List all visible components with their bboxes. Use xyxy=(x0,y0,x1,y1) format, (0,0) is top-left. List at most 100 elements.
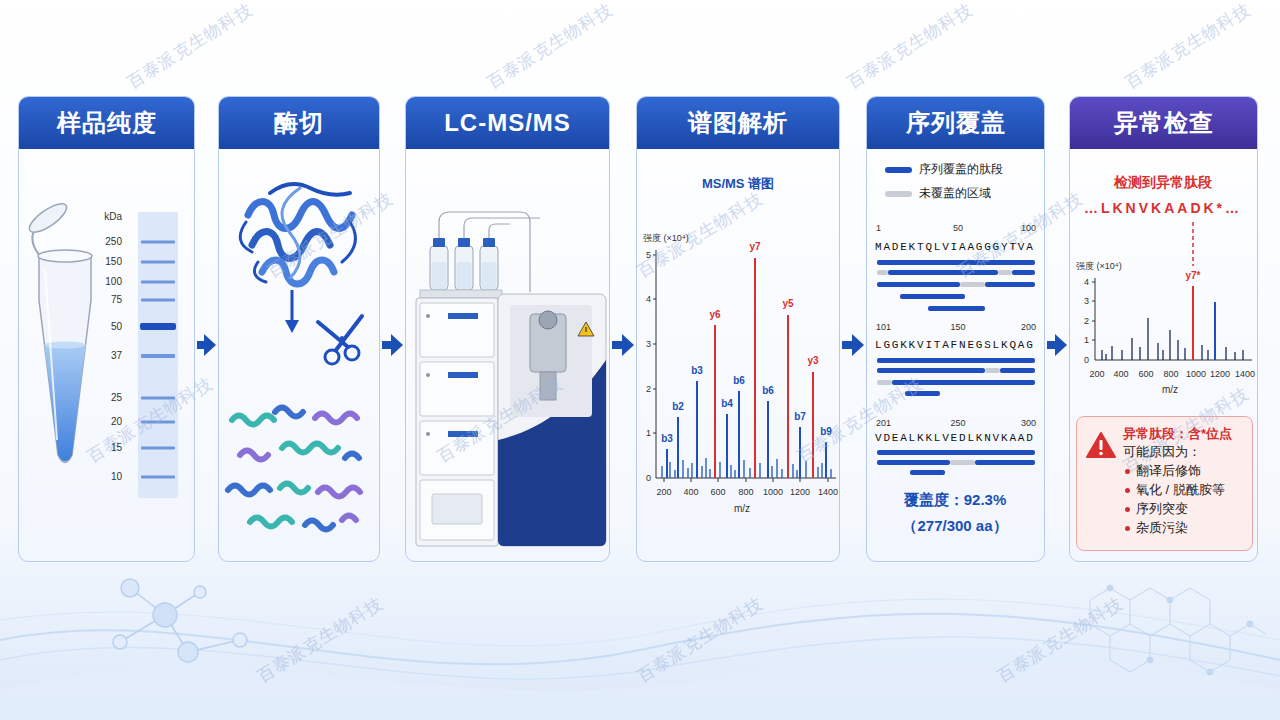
y-tick: 0 xyxy=(646,473,651,483)
bottom-waves xyxy=(0,599,1280,720)
lc-ms-instrument-part xyxy=(420,421,494,475)
cause-item: 杂质污染 xyxy=(1123,519,1246,537)
cause-text: 序列突变 xyxy=(1136,500,1188,518)
y-tick: 2 xyxy=(1084,316,1089,326)
anomaly-chart-part-part xyxy=(1184,348,1185,360)
sequence-text: LGGKKVITAFNEGSLKQAG xyxy=(875,339,1035,352)
peptide-fragments-part xyxy=(342,516,356,521)
lc-ms-instrument-part xyxy=(420,362,494,416)
step-title: 样品纯度 xyxy=(19,97,194,149)
lc-ms-instrument-part xyxy=(430,246,448,290)
watermark: 百泰派克生物科技 xyxy=(434,374,566,467)
coverage-value: （277/300 aa） xyxy=(902,517,1007,534)
peptide-fragments-part xyxy=(275,408,303,417)
flow-arrow-shaft xyxy=(1047,341,1058,349)
lc-ms-instrument-part xyxy=(448,313,478,319)
lc-ms-instrument-part xyxy=(448,431,478,437)
y-ion-label: y3 xyxy=(807,355,818,367)
step-panel: 异常检查异常肽段：含*位点可能原因为：翻译后修饰氧化 / 脱酰胺等序列突变杂质污… xyxy=(1069,96,1258,562)
sequence-text: MADEKTQLVIAAGGGYTVA xyxy=(875,241,1035,254)
coverage-bars-part-part xyxy=(985,282,1035,287)
ms-spectrum-chart-part-part xyxy=(718,478,719,482)
ms-spectrum-chart-part-part xyxy=(776,459,777,478)
gel-lane-part xyxy=(138,212,178,498)
ladder-label: kDa xyxy=(104,211,122,223)
peptide-fragments-part xyxy=(250,518,292,527)
x-tick: 600 xyxy=(1138,369,1153,379)
y-ion-label: y6 xyxy=(709,309,720,321)
modified-ion-label: y7* xyxy=(1185,270,1200,282)
y-tick: 0 xyxy=(1084,355,1089,365)
ms-spectrum-chart-part-part xyxy=(796,470,797,478)
peptide-fragments-part xyxy=(228,486,270,495)
anomaly-chart-part-part xyxy=(1225,347,1226,360)
anomaly-chart-part-part xyxy=(1207,350,1208,360)
coverage-bars-part-part xyxy=(1000,368,1035,373)
ms-spectrum-chart-part-part xyxy=(799,427,801,478)
scissors xyxy=(318,316,362,364)
protein-ribbon-part xyxy=(248,202,352,229)
axis-title: m/z xyxy=(1162,384,1178,396)
lc-ms-instrument-part xyxy=(420,290,502,298)
anomaly-chart-part-part xyxy=(1092,321,1095,322)
sample-tube-part xyxy=(45,345,86,462)
anomaly-chart-part-part xyxy=(1147,318,1148,360)
panel-fills-part xyxy=(405,96,610,562)
coverage-bars-part-part xyxy=(985,368,1000,373)
watermark: 百泰派克生物科技 xyxy=(84,374,216,467)
ms-spectrum-chart-part-part xyxy=(677,417,679,478)
y-tick: 3 xyxy=(1084,296,1089,306)
alert-title: 检测到异常肽段 xyxy=(1114,174,1212,190)
ms-spectrum-chart-part-part xyxy=(773,478,774,482)
gel-lane-part-part xyxy=(141,261,175,264)
ms-spectrum-chart-part-part xyxy=(743,460,744,478)
residue-number: 100 xyxy=(1021,223,1036,233)
flow-arrow-head xyxy=(852,334,864,356)
ms-spectrum-chart-part-part xyxy=(759,463,760,478)
ms-spectrum-chart-part-part xyxy=(719,462,720,478)
lc-ms-instrument-part xyxy=(458,238,470,247)
lc-ms-instrument-part xyxy=(464,218,540,238)
ms-spectrum-chart-part-part xyxy=(734,470,735,478)
protein-ribbon-part xyxy=(262,260,334,284)
anomaly-chart-part-part xyxy=(1157,343,1158,360)
anomaly-chart-part xyxy=(1214,302,1216,360)
ms-spectrum-chart-part xyxy=(656,250,657,478)
digest-arrow xyxy=(285,290,299,333)
coverage-bars-part-part xyxy=(877,460,950,465)
ms-spectrum-chart-part-part xyxy=(691,463,692,478)
ms-spectrum-chart-part-part xyxy=(805,461,806,478)
y-tick: 2 xyxy=(646,384,651,394)
b-ion-label: b6 xyxy=(733,375,745,387)
sample-tube-part xyxy=(45,270,57,440)
anomaly-chart-part-part xyxy=(1105,354,1106,360)
molecule-decoration-part xyxy=(130,588,165,615)
step-title: 异常检查 xyxy=(1070,97,1257,149)
coverage-bars-part-part xyxy=(928,306,985,311)
peptide-fragments-part xyxy=(232,416,274,425)
lc-ms-instrument xyxy=(416,212,606,546)
sequence-text: VDEALKKLVEDLKNVKAAD xyxy=(875,432,1035,445)
cause-item: 序列突变 xyxy=(1123,500,1246,518)
molecule-decoration-part xyxy=(121,579,139,597)
coverage-bars-part xyxy=(877,260,1035,475)
residue-number: 150 xyxy=(950,322,965,332)
peptide-fragments-part xyxy=(315,414,357,423)
anomaly-chart-part-part xyxy=(1169,330,1170,360)
x-tick: 1200 xyxy=(790,487,810,497)
ms-spectrum-chart-part-part xyxy=(664,478,665,482)
peptide-fragments-part xyxy=(305,521,333,530)
x-tick: 1400 xyxy=(1235,369,1255,379)
peptide-fragments xyxy=(228,408,360,530)
hexagon-network-part xyxy=(1147,657,1153,663)
step-title: 谱图解析 xyxy=(637,97,839,149)
ms-spectrum-chart-part-part xyxy=(653,299,656,300)
anomaly-chart-part-part xyxy=(1139,347,1140,360)
coverage-bars-part-part xyxy=(888,270,998,275)
step-title: 序列覆盖 xyxy=(867,97,1044,149)
x-tick: 1200 xyxy=(1210,369,1230,379)
y-tick: 1 xyxy=(646,428,651,438)
coverage-bars xyxy=(877,260,1035,475)
watermark: 百泰派克生物科技 xyxy=(794,374,926,467)
